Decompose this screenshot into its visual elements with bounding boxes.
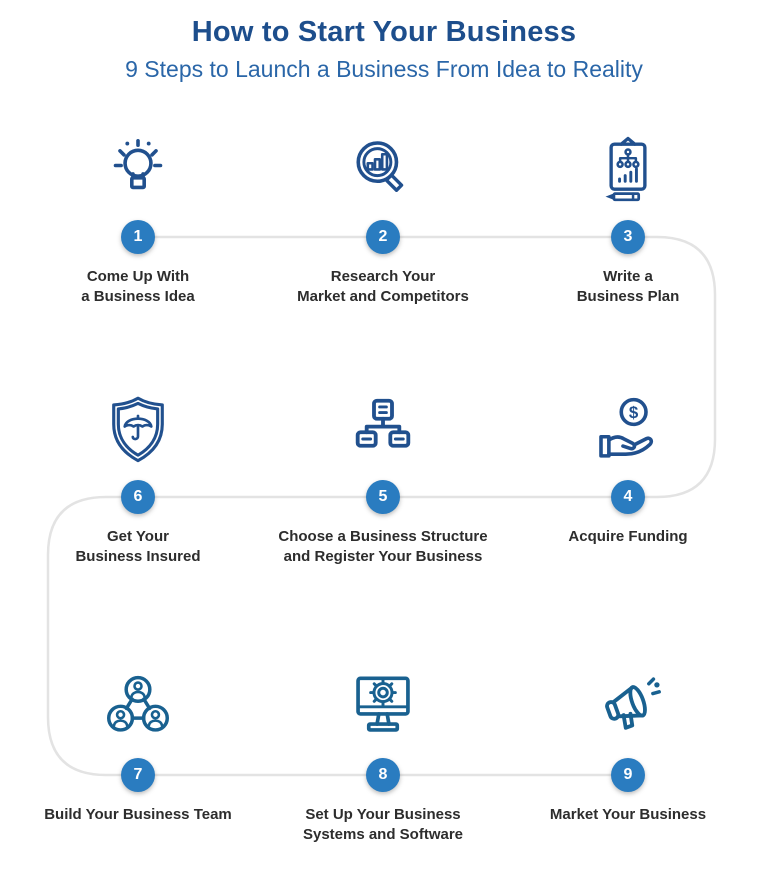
step-label: Research Your Market and Competitors bbox=[297, 267, 469, 308]
org-structure-icon bbox=[347, 388, 419, 472]
step-label-line: Business Plan bbox=[576, 288, 680, 306]
step-label-line: Come Up With bbox=[86, 268, 190, 285]
step-label-line: Market and Competitors bbox=[297, 288, 469, 306]
step-1: 1 Come Up With a Business Idea bbox=[18, 128, 258, 308]
step-label-line: Get Your bbox=[107, 528, 169, 545]
step-label-line: Research Your bbox=[330, 268, 436, 285]
step-label-line: a Business Idea bbox=[81, 288, 195, 306]
step-5: 5 Choose a Business Structure and Regist… bbox=[263, 388, 503, 568]
step-number-badge: 8 bbox=[366, 758, 400, 792]
page-subtitle: 9 Steps to Launch a Business From Idea t… bbox=[125, 56, 643, 82]
step-2: 2 Research Your Market and Competitors bbox=[263, 128, 503, 308]
step-9: 9 Market Your Business bbox=[508, 666, 748, 825]
step-label: Set Up Your Business Systems and Softwar… bbox=[303, 805, 463, 846]
team-network-icon bbox=[102, 666, 174, 750]
step-label: Acquire Funding bbox=[568, 527, 687, 547]
step-4: $ 4 Acquire Funding bbox=[508, 388, 748, 547]
step-label: Get Your Business Insured bbox=[75, 527, 200, 568]
step-label-line: Write a bbox=[603, 268, 653, 285]
step-label: Come Up With a Business Idea bbox=[81, 267, 194, 308]
step-label-line: Set Up Your Business bbox=[305, 806, 461, 823]
step-label: Choose a Business Structure and Register… bbox=[278, 527, 487, 568]
clipboard-plan-icon bbox=[592, 128, 664, 212]
step-label-line: Business Insured bbox=[75, 548, 201, 566]
header: How to Start Your Business 9 Steps to La… bbox=[0, 16, 768, 83]
step-label: Write a Business Plan bbox=[577, 267, 680, 308]
step-label: Build Your Business Team bbox=[44, 805, 232, 825]
step-3: 3 Write a Business Plan bbox=[508, 128, 748, 308]
step-label-line: Acquire Funding bbox=[568, 528, 688, 545]
step-number-badge: 5 bbox=[366, 480, 400, 514]
step-label-line: Choose a Business Structure bbox=[278, 528, 488, 545]
step-number-badge: 3 bbox=[611, 220, 645, 254]
step-label-line: Systems and Software bbox=[302, 826, 464, 844]
step-label: Market Your Business bbox=[550, 805, 706, 825]
svg-text:$: $ bbox=[629, 403, 639, 422]
lightbulb-icon bbox=[102, 128, 174, 212]
megaphone-icon bbox=[591, 666, 665, 750]
step-6: 6 Get Your Business Insured bbox=[18, 388, 258, 568]
step-number-badge: 6 bbox=[121, 480, 155, 514]
step-number-badge: 9 bbox=[611, 758, 645, 792]
computer-gear-icon bbox=[345, 666, 421, 750]
step-number-badge: 2 bbox=[366, 220, 400, 254]
hand-coin-icon: $ bbox=[592, 388, 664, 472]
step-number-badge: 4 bbox=[611, 480, 645, 514]
step-label-line: Market Your Business bbox=[549, 806, 707, 823]
magnifier-bar-chart-icon bbox=[347, 128, 419, 212]
page-title: How to Start Your Business bbox=[191, 16, 577, 48]
step-number-badge: 7 bbox=[121, 758, 155, 792]
step-label-line: and Register Your Business bbox=[283, 548, 483, 566]
step-label-line: Build Your Business Team bbox=[44, 806, 232, 823]
shield-umbrella-icon bbox=[101, 388, 175, 472]
step-number-badge: 1 bbox=[121, 220, 155, 254]
step-8: 8 Set Up Your Business Systems and Softw… bbox=[263, 666, 503, 846]
step-7: 7 Build Your Business Team bbox=[18, 666, 258, 825]
